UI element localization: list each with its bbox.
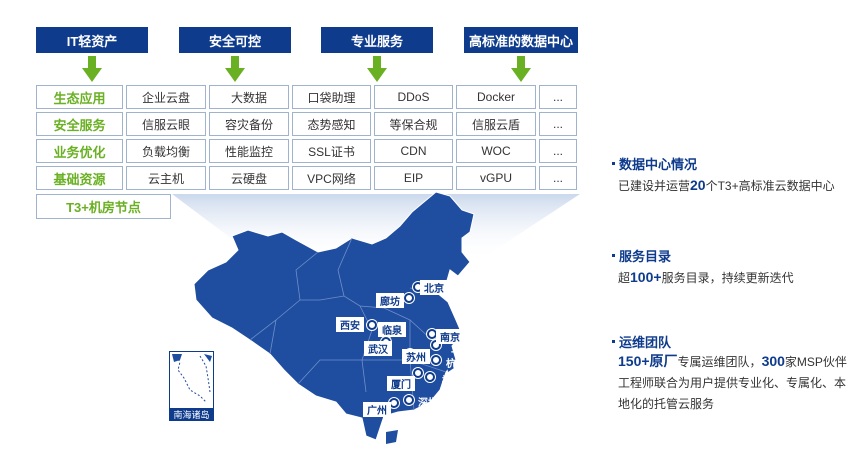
info-text: 服务目录，持续更新迭代 (661, 271, 794, 285)
bullet-icon (612, 162, 615, 165)
info-text: 专属运维团队， (677, 355, 762, 369)
city-label-shanghai: 上海 (451, 344, 471, 355)
service-cell[interactable]: 信服云眼 (126, 112, 206, 136)
service-cell[interactable]: 云主机 (126, 166, 206, 190)
city-label-wuhan: 武汉 (364, 341, 392, 356)
t3-node-label: T3+机房节点 (36, 194, 171, 219)
service-cell[interactable]: 等保合规 (374, 112, 453, 136)
info-title: 数据中心情况 (619, 157, 698, 172)
row-label: 业务优化 (36, 139, 123, 163)
info-text: 家MSP伙伴工程师联合为用户提供专业化、专属化、本地化的托管云服务 (618, 355, 847, 411)
city-label-guangzhou: 广州 (363, 402, 391, 417)
city-label-xian: 西安 (336, 317, 364, 332)
service-cell[interactable]: 大数据 (209, 85, 289, 109)
service-cell[interactable]: DDoS (374, 85, 453, 109)
service-cell[interactable]: 口袋助理 (292, 85, 371, 109)
city-label-linquan: 临泉 (378, 322, 406, 337)
info-number: 100+ (630, 269, 662, 285)
city-label-shenzhen: 深圳 (418, 398, 438, 409)
column-header-it-light-assets: IT轻资产 (36, 27, 148, 53)
row-label: 生态应用 (36, 85, 123, 109)
city-label-nanjing: 南京 (436, 329, 464, 344)
service-cell[interactable]: 负载均衡 (126, 139, 206, 163)
islands-graphic (172, 354, 212, 403)
service-cell[interactable]: 性能监控 (209, 139, 289, 163)
arrow-down-icon (511, 56, 531, 82)
location-pin-icon (425, 372, 435, 382)
city-label-fuzhou: 福州 (442, 376, 462, 387)
info-service-catalog: 服务目录 超100+服务目录，持续更新迭代 (612, 246, 794, 289)
service-cell[interactable]: 云硬盘 (209, 166, 289, 190)
column-header-professional-services: 专业服务 (321, 27, 433, 53)
service-cell[interactable]: EIP (374, 166, 453, 190)
bullet-icon (612, 340, 615, 343)
city-label-suzhou: 苏州 (402, 349, 430, 364)
location-pin-icon (367, 320, 377, 330)
location-pin-icon (404, 293, 414, 303)
service-cell[interactable]: 态势感知 (292, 112, 371, 136)
info-title: 运维团队 (619, 335, 672, 350)
info-number: 150+原厂 (618, 353, 678, 369)
city-label-hangzhou: 杭州 (446, 359, 466, 370)
row-label: 安全服务 (36, 112, 123, 136)
more-cell[interactable]: ... (539, 166, 577, 190)
service-cell[interactable]: VPC网络 (292, 166, 371, 190)
location-pin-icon (404, 395, 414, 405)
service-cell[interactable]: CDN (374, 139, 453, 163)
info-number: 300 (761, 353, 785, 369)
bullet-icon (612, 254, 615, 257)
service-cell[interactable]: WOC (456, 139, 536, 163)
arrow-down-icon (225, 56, 245, 82)
more-cell[interactable]: ... (539, 112, 577, 136)
inset-label: 南海诸岛 (169, 408, 214, 421)
location-pin-icon (431, 355, 441, 365)
column-header-secure-controllable: 安全可控 (179, 27, 291, 53)
info-text: 已建设并运营 (618, 179, 691, 193)
arrow-down-icon (367, 56, 387, 82)
service-cell[interactable]: vGPU (456, 166, 536, 190)
info-text: 超 (618, 271, 631, 285)
info-ops-team: 运维团队 150+原厂专属运维团队，300家MSP伙伴工程师联合为用户提供专业化… (612, 332, 852, 415)
city-label-xiamen: 厦门 (387, 376, 415, 391)
city-label-beijing: 北京 (420, 280, 448, 295)
info-number: 20 (690, 177, 706, 193)
more-cell[interactable]: ... (539, 85, 577, 109)
service-cell[interactable]: Docker (456, 85, 536, 109)
service-cell[interactable]: 企业云盘 (126, 85, 206, 109)
location-pin-icon (413, 368, 423, 378)
city-label-langfang: 廊坊 (376, 293, 404, 308)
service-cell[interactable]: 容灾备份 (209, 112, 289, 136)
info-datacenter: 数据中心情况 已建设并运营20个T3+高标准云数据中心 (612, 154, 835, 197)
info-title: 服务目录 (619, 249, 672, 264)
service-cell[interactable]: 信服云盾 (456, 112, 536, 136)
arrow-down-icon (82, 56, 102, 82)
more-cell[interactable]: ... (539, 139, 577, 163)
info-text: 个T3+高标准云数据中心 (705, 179, 835, 193)
row-label: 基础资源 (36, 166, 123, 190)
column-header-data-center: 高标准的数据中心 (464, 27, 578, 53)
service-cell[interactable]: SSL证书 (292, 139, 371, 163)
